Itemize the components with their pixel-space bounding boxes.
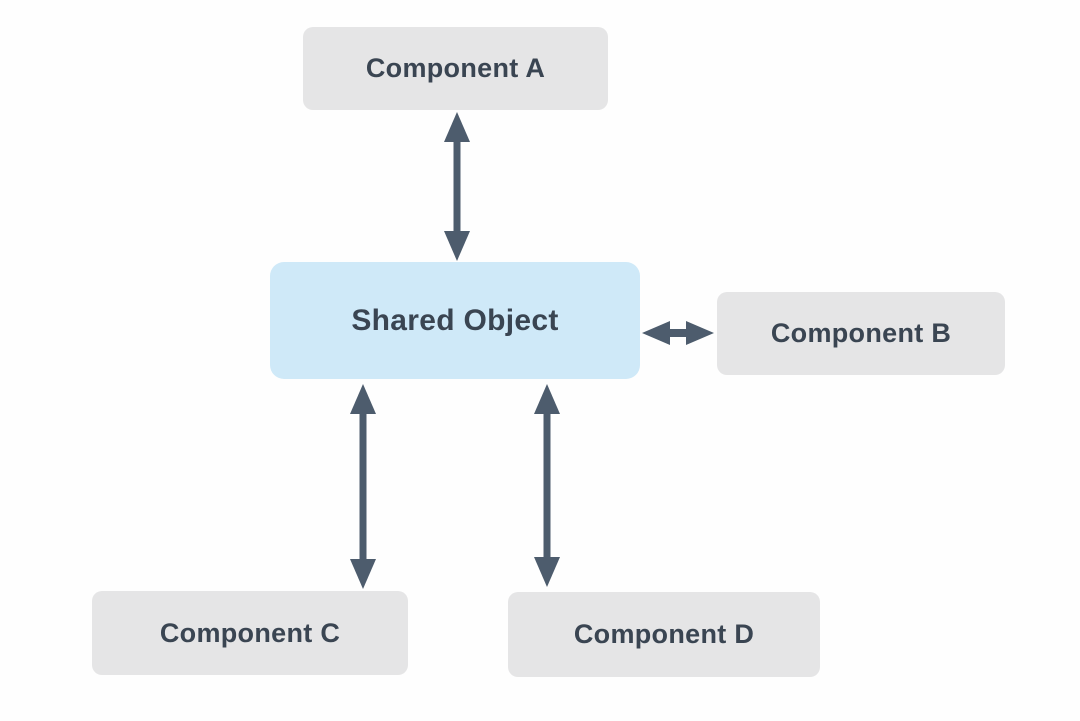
node-component-b: Component B [717, 292, 1005, 375]
node-component-b-label: Component B [770, 318, 952, 348]
node-component-c: Component C [92, 591, 408, 675]
node-shared-object: Shared Object [270, 262, 640, 379]
node-component-d: Component D [508, 592, 820, 677]
arrow-shared-componentD [534, 384, 560, 587]
arrow-componentA-shared [444, 112, 470, 261]
node-shared-object-label: Shared Object [351, 303, 559, 337]
arrow-shared-componentB [642, 321, 714, 345]
node-component-d-label: Component D [573, 619, 755, 649]
node-component-c-label: Component C [159, 617, 341, 648]
node-component-a-label: Component A [365, 53, 546, 83]
node-component-a: Component A [303, 27, 608, 110]
arrow-shared-componentC [350, 384, 376, 589]
